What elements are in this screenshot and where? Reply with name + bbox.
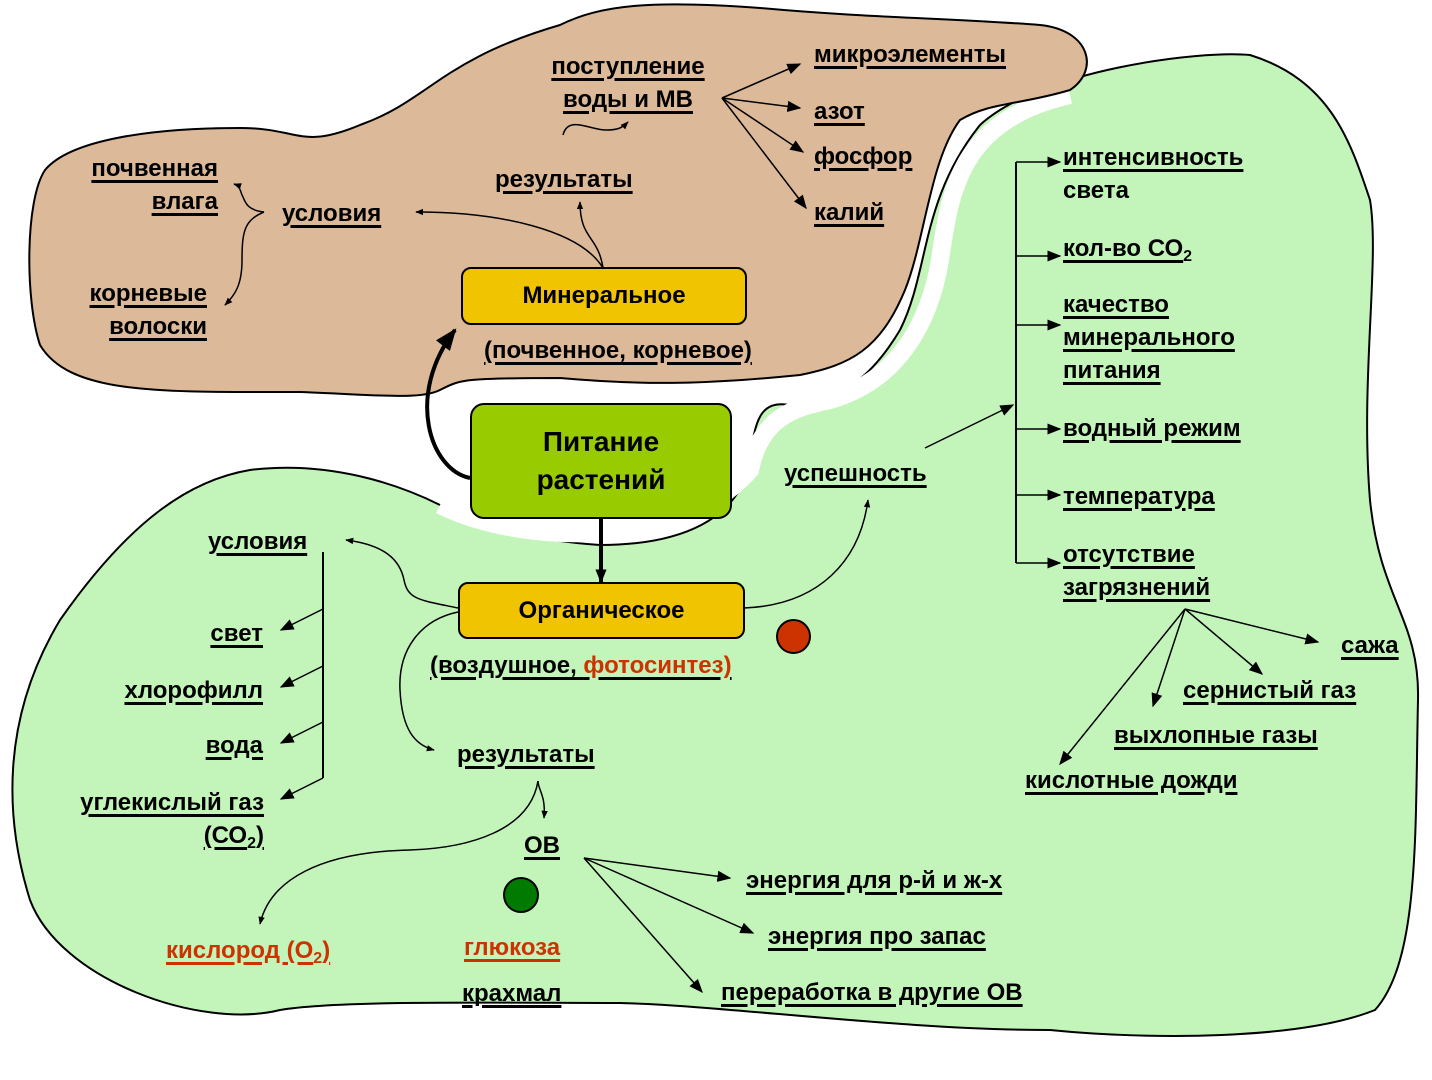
organic-subtitle: (воздушное, фотосинтез) — [430, 649, 732, 682]
mineral-quality-label: качество минерального питания — [1063, 288, 1235, 387]
co2-amount-text: кол-во СО — [1063, 235, 1184, 262]
pollution-to-acid-rain-arrow — [1059, 608, 1186, 766]
root-hairs-line1: корневые — [89, 280, 207, 307]
central-to-mineral-arrow — [425, 328, 471, 480]
pollution-to-soot-arrow — [1184, 608, 1320, 645]
mineral-subtitle: (почвенное, корневое) — [484, 337, 752, 364]
mineral-conditions-brace-bottom — [224, 211, 265, 306]
chlorophyll-label: хлорофилл — [124, 677, 263, 704]
region-separator — [435, 86, 1072, 543]
organic-to-conditions-arrow — [345, 537, 459, 609]
no-pollution-line2: загрязнений — [1063, 574, 1211, 601]
organic-to-results-arrow — [399, 611, 459, 752]
results-to-oxygen-arrow — [258, 780, 539, 925]
pollution-to-sulfur-arrow — [1184, 608, 1264, 675]
mineral-to-conditions-arrow — [415, 208, 604, 269]
phosphorus-label: фосфор — [814, 143, 913, 170]
co2-amount-label: кол-во СО2 — [1063, 232, 1192, 265]
green-marker-dot — [503, 877, 539, 913]
ov-to-processing-arrow — [583, 857, 703, 994]
mineral-quality-line3: питания — [1063, 357, 1161, 384]
water-regime-label: водный режим — [1063, 415, 1241, 442]
organic-nutrition-box[interactable]: Органическое — [458, 582, 745, 639]
co2-amount-subscript: 2 — [1183, 248, 1193, 265]
mineral-results-label: результаты — [495, 166, 633, 193]
soil-moisture-line1: почвенная — [91, 155, 218, 182]
red-marker-dot — [776, 619, 811, 654]
intake-line1: поступление — [551, 53, 705, 80]
intake-to-microelements-arrow — [721, 63, 802, 99]
potassium-label: калий — [814, 199, 885, 226]
organic-to-success-arrow — [743, 499, 871, 609]
mineral-quality-line2: минерального — [1063, 324, 1235, 351]
success-label: успешность — [784, 460, 927, 487]
intake-line2: воды и МВ — [563, 86, 693, 113]
mineral-nutrition-label: Минеральное — [522, 282, 686, 309]
energy-reactions-label: энергия для р-й и ж-х — [746, 867, 1003, 894]
mineral-nutrition-box[interactable]: Минеральное — [461, 267, 747, 325]
water-label: вода — [205, 732, 263, 759]
exhaust-gases-label: выхлопные газы — [1114, 722, 1318, 749]
nitrogen-label: азот — [814, 98, 865, 125]
success-to-factors-arrow — [924, 404, 1015, 449]
root-hairs-line2: волоски — [109, 313, 207, 340]
no-pollution-label: отсутствие загрязнений — [1063, 538, 1210, 604]
organic-conditions-label: условия — [208, 528, 308, 555]
organic-subtitle-prefix: (воздушное, — [430, 652, 584, 679]
light-intensity-label: интенсивность света — [1063, 141, 1243, 207]
pollution-to-exhaust-arrow — [1151, 608, 1186, 708]
plant-nutrition-box[interactable]: Питание растений — [470, 403, 732, 519]
starch-label: крахмал — [462, 980, 562, 1007]
plant-nutrition-line2: растений — [536, 464, 666, 495]
intake-to-phosphorus-arrow — [721, 97, 805, 153]
oxygen-subscript: 2 — [313, 950, 323, 967]
microelements-label: микроэлементы — [814, 41, 1006, 68]
conditions-to-co2-arrow — [279, 777, 324, 800]
temperature-label: температура — [1063, 483, 1215, 510]
mineral-quality-line1: качество — [1063, 291, 1169, 318]
intake-to-potassium-arrow — [721, 97, 807, 210]
soil-moisture-line2: влага — [151, 188, 218, 215]
results-to-intake-arrow — [562, 121, 629, 136]
photosynthesis-label: фотосинтез) — [583, 652, 732, 679]
sulfur-dioxide-label: сернистый газ — [1183, 677, 1357, 704]
energy-reserve-label: энергия про запас — [768, 923, 986, 950]
conditions-to-light-arrow — [279, 608, 324, 631]
water-mineral-intake-label: поступление воды и МВ — [530, 50, 726, 116]
carbon-dioxide-label: углекислый газ (СО2) — [40, 786, 264, 852]
soot-label: сажа — [1341, 632, 1399, 659]
organic-nutrition-label: Органическое — [518, 596, 685, 624]
oxygen-prefix: кислород (О — [166, 937, 314, 964]
light-intensity-line1: интенсивность — [1063, 144, 1244, 171]
mineral-conditions-brace-top — [233, 183, 265, 213]
light-intensity-line2: света — [1063, 177, 1129, 204]
mineral-to-results-arrow — [576, 201, 604, 269]
co2-subscript: 2 — [247, 835, 256, 852]
conditions-to-chlorophyll-arrow — [279, 665, 324, 688]
carbon-dioxide-formula: (СО2) — [40, 819, 264, 852]
organic-results-label: результаты — [457, 741, 595, 768]
intake-to-nitrogen-arrow — [721, 97, 802, 112]
plant-nutrition-line1: Питание — [542, 426, 660, 457]
glucose-label: глюкоза — [464, 934, 561, 961]
oxygen-suffix: ) — [322, 937, 331, 964]
conditions-to-water-arrow — [279, 721, 324, 744]
oxygen-label: кислород (О2) — [166, 934, 330, 967]
light-label: свет — [210, 620, 263, 647]
ov-to-energy-reserve-arrow — [583, 857, 755, 934]
no-pollution-line1: отсутствие — [1063, 541, 1195, 568]
co2-prefix: (СО — [203, 822, 248, 849]
mineral-conditions-label: условия — [282, 200, 382, 227]
ov-to-energy-reactions-arrow — [583, 857, 732, 882]
organic-matter-label: ОВ — [524, 832, 560, 859]
mineral-region — [28, 3, 1088, 397]
carbon-dioxide-line1: углекислый газ — [80, 789, 264, 816]
co2-suffix: ) — [256, 822, 264, 849]
soil-moisture-label: почвенная влага — [60, 152, 218, 218]
root-hairs-label: корневые волоски — [60, 277, 207, 343]
acid-rain-label: кислотные дожди — [1025, 767, 1238, 794]
processing-label: переработка в другие ОВ — [721, 979, 1023, 1006]
